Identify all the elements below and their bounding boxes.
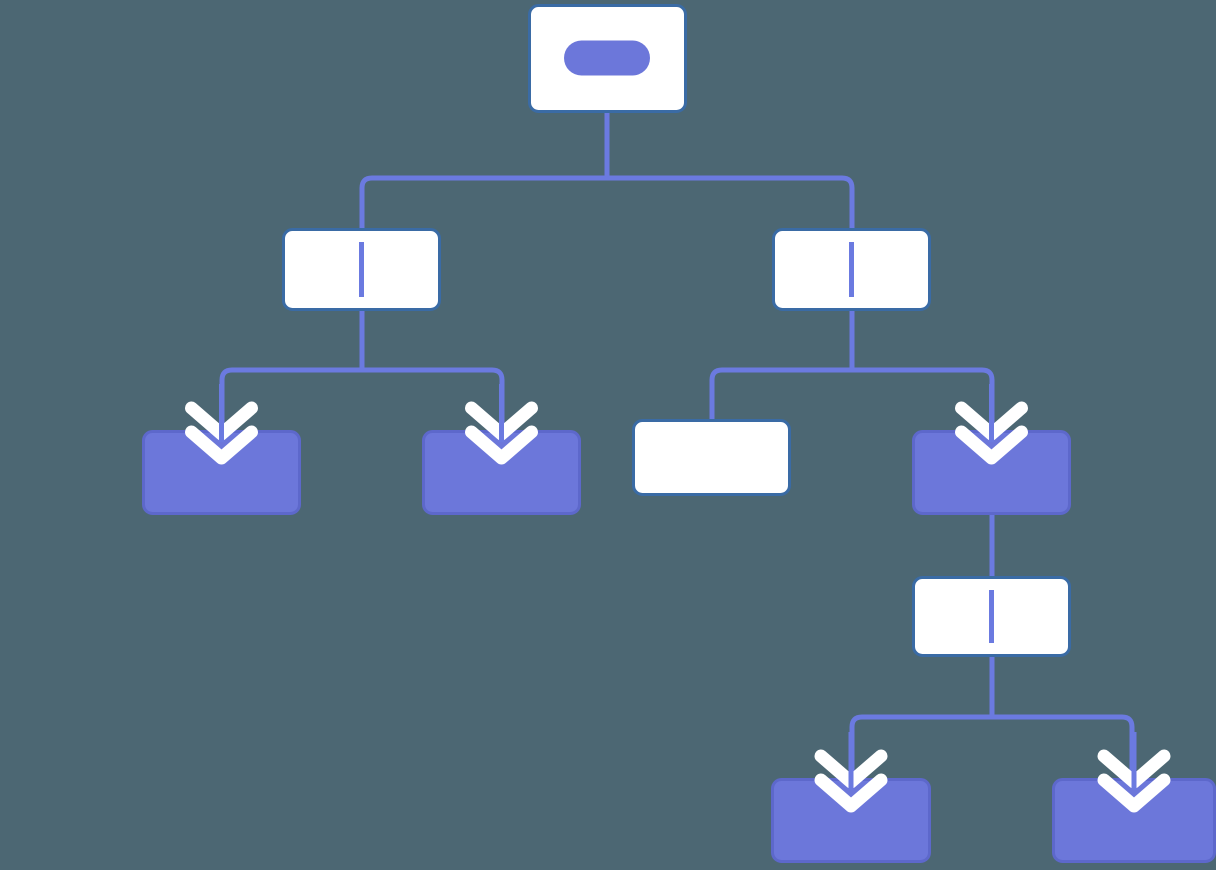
chevron-2 <box>1097 773 1171 813</box>
level2-branch-node[interactable] <box>912 430 1071 515</box>
chevron-2 <box>185 425 258 465</box>
level2-leaf-one[interactable] <box>142 430 301 515</box>
root-node[interactable] <box>528 4 687 113</box>
edge-root-to-level1-right <box>604 58 855 325</box>
chevron-2 <box>955 425 1028 465</box>
level2-branch-node-shape <box>912 430 1071 515</box>
level2-leaf-two[interactable] <box>422 430 581 515</box>
edge-level1-left-to-leaf-two <box>359 311 505 455</box>
connector-layer-over <box>359 242 994 643</box>
level2-leaf-two-shape <box>422 430 581 515</box>
level2-white-node[interactable] <box>632 419 791 496</box>
chevron-2 <box>814 773 888 813</box>
edge-level1-left-to-leaf-one <box>219 311 365 455</box>
arrow-marker-layer <box>185 384 1171 813</box>
root-node-pill-shape <box>564 40 650 76</box>
edge-level1-right-to-white-node <box>709 311 855 419</box>
edge-level3-to-leaf-one <box>849 657 995 803</box>
edge-level1-right-to-branch-node <box>849 311 995 455</box>
level4-leaf-one[interactable] <box>771 778 931 863</box>
level4-leaf-two-shape <box>1052 778 1216 863</box>
edge-level3-to-leaf-two <box>989 657 1135 803</box>
connector-layer-under <box>219 58 1135 803</box>
level4-leaf-two[interactable] <box>1052 778 1216 863</box>
node-layer <box>142 4 1216 863</box>
chevron-2 <box>465 425 538 465</box>
level4-leaf-one-shape <box>771 778 931 863</box>
level2-white-node-shape <box>632 419 791 496</box>
level2-leaf-one-shape <box>142 430 301 515</box>
